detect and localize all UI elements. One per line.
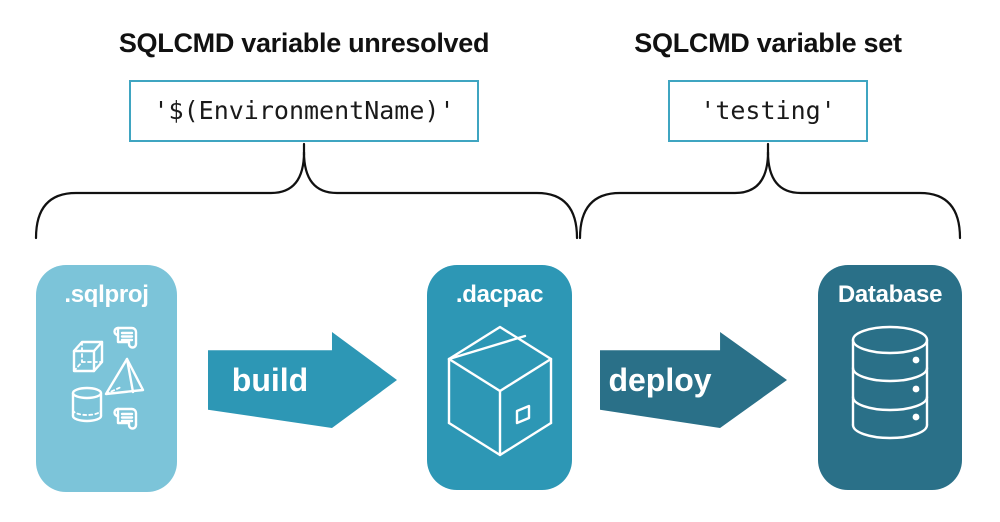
stage-label-sqlproj: .sqlproj	[64, 281, 149, 308]
right-brace	[578, 151, 962, 240]
code-box-environment-variable: '$(EnvironmentName)'	[129, 80, 479, 142]
code-box-testing-value: 'testing'	[668, 80, 868, 142]
script-scroll-bottom-icon	[113, 407, 138, 430]
stage-label-database: Database	[837, 281, 943, 308]
left-brace	[34, 151, 579, 240]
build-arrow-label: build	[231, 362, 309, 398]
database-icon	[851, 325, 929, 440]
stage-card-sqlproj: .sqlproj	[36, 265, 177, 492]
stage-card-database: Database	[818, 265, 962, 490]
sql-objects-icon	[71, 326, 145, 430]
stage-label-dacpac: .dacpac	[455, 281, 544, 308]
script-scroll-top-icon	[113, 326, 138, 349]
deploy-arrow-label: deploy	[608, 362, 712, 398]
package-icon	[447, 325, 553, 457]
build-arrow: build	[208, 332, 397, 428]
database-dots	[912, 356, 920, 421]
environment-variable-value: '$(EnvironmentName)'	[153, 96, 455, 125]
cube-icon	[72, 340, 104, 373]
testing-value: 'testing'	[700, 96, 836, 125]
heading-variable-set: SQLCMD variable set	[634, 28, 902, 58]
deploy-arrow: deploy	[600, 332, 787, 428]
heading-variable-unresolved: SQLCMD variable unresolved	[118, 28, 490, 58]
pyramid-icon	[104, 357, 145, 396]
cylinder-icon	[71, 386, 103, 423]
stage-card-dacpac: .dacpac	[427, 265, 572, 490]
